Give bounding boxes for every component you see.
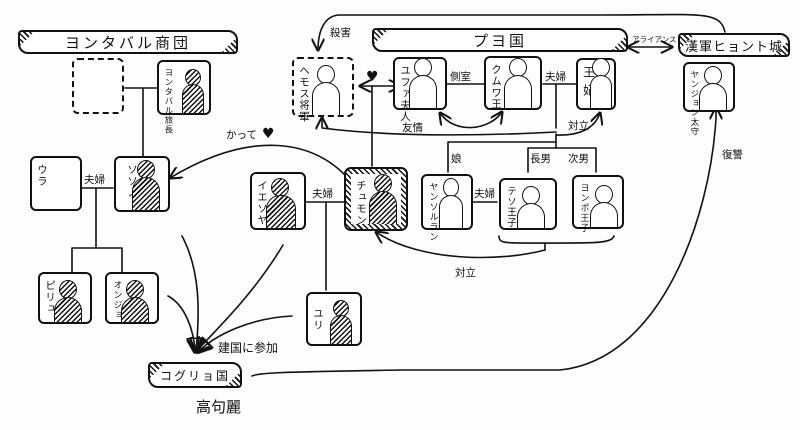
arrow-revenge — [251, 108, 716, 377]
character-name: ヘモス将軍 — [298, 65, 311, 123]
group-banner-hyeonto: 漢軍ヒョント城 — [678, 33, 790, 57]
character-name: チュモン — [355, 180, 368, 226]
line-yontabal-to-soseono — [124, 87, 158, 159]
person-icon — [590, 58, 612, 108]
relation-label-founding: 建国に参加 — [218, 341, 279, 355]
character-card-hemosu: ヘモス将軍 — [292, 57, 354, 123]
hatched-person-icon — [182, 69, 204, 113]
character-card-yesoya: イエソヤ — [250, 172, 306, 230]
relation-label-daughter: 娘 — [451, 153, 462, 165]
person-icon — [504, 58, 532, 108]
character-name: ユファ夫人 — [399, 65, 412, 123]
character-card-daeso: テソ王子 — [499, 178, 557, 230]
hatched-person-icon — [330, 300, 352, 344]
character-card-onjo: オンジョ — [105, 272, 159, 324]
person-icon — [409, 58, 437, 108]
character-card-jumong-protagonist: チュモン — [344, 167, 408, 231]
group-label-buyeo: プヨ国 — [472, 31, 527, 50]
relation-label-married-buyeo: 夫婦 — [545, 71, 566, 83]
character-card-queen: 王妃 — [576, 58, 616, 110]
group-banner-buyeo: プヨ国 — [372, 28, 628, 52]
line-uta-soseono-marriage — [71, 187, 123, 273]
character-card-unknown — [72, 58, 124, 114]
character-name: テソ王子 — [504, 186, 516, 228]
relation-label-alliance: アライアンス — [632, 35, 677, 44]
hatched-person-icon — [121, 280, 149, 322]
arrow-founding-soseono — [181, 235, 198, 352]
arrow-murder — [318, 13, 726, 50]
person-icon — [312, 65, 340, 115]
arrow-yuhwa-geumwa — [440, 112, 502, 129]
goguryeo-kanji-caption: 高句麗 — [196, 398, 242, 416]
character-card-yuri: ユリ — [306, 292, 362, 346]
character-card-soseono: ソソノ — [114, 156, 170, 212]
relation-label-murder: 殺害 — [330, 27, 351, 39]
hatched-person-icon — [369, 174, 397, 224]
relation-label-rivalry-queen: 対立 — [568, 120, 589, 132]
hatched-person-icon — [54, 280, 82, 322]
group-label-hyeonto: 漢軍ヒョント城 — [684, 39, 783, 55]
character-name: ヤンジョン太守 — [688, 70, 699, 137]
relation-label-friendship: 友情 — [402, 122, 423, 134]
character-card-yangjeong: ヤンジョン太守 — [683, 62, 735, 137]
character-card-piryu: ピリュ — [38, 272, 92, 324]
person-icon — [439, 178, 463, 228]
line-to-princes — [527, 147, 597, 173]
hatch-decoration — [374, 30, 388, 44]
character-card-yontabal: ヨンタバル旅長 — [157, 60, 211, 135]
character-name: クムワ王 — [490, 64, 503, 110]
character-card-yangsolan: ヤンソルラン — [421, 174, 473, 242]
group-label-goguryeo: コグリョ国 — [159, 368, 230, 383]
relation-label-married-soseono: 夫婦 — [84, 174, 105, 186]
character-name: ヤンソルラン — [427, 182, 438, 242]
character-name: ピリュ — [44, 280, 57, 315]
group-banner-yontabal: ヨンタバル商団 — [18, 30, 238, 54]
character-card-yuhwa: ユファ夫人 — [393, 57, 447, 123]
person-icon — [590, 185, 618, 227]
line-daughter — [447, 141, 557, 173]
relation-label-past-love: かって — [226, 129, 257, 141]
hatched-person-icon — [266, 178, 296, 228]
character-name: ウラ — [36, 164, 49, 187]
arrow-founding-yesoya — [196, 244, 284, 352]
line-geumwa-queen-marriage — [542, 83, 579, 149]
heart-icon: ♥ — [262, 126, 275, 142]
relation-label-revenge: 復讐 — [722, 149, 743, 161]
brace-princes — [498, 235, 615, 251]
character-card-uta: ウラ — [30, 156, 82, 211]
character-name: ヨンポ王子 — [578, 183, 589, 233]
hatch-decoration — [20, 32, 34, 46]
relation-label-second-son: 次男 — [568, 153, 589, 165]
person-icon — [517, 186, 545, 228]
relation-label-married-jumong: 夫婦 — [312, 188, 333, 200]
line-yesoya-jumong-marriage — [304, 201, 346, 291]
arrow-past-love — [170, 144, 346, 178]
character-name: ユリ — [312, 308, 325, 331]
character-card-yongpo: ヨンポ王子 — [572, 175, 624, 233]
relation-label-concubine: 側室 — [450, 71, 471, 83]
relation-label-eldest-son: 長男 — [530, 153, 551, 165]
arrow-rivalry-queen — [555, 113, 600, 136]
group-banner-goguryeo: コグリョ国 — [148, 362, 242, 388]
character-name: イエソヤ — [256, 180, 269, 226]
hatched-person-icon — [132, 160, 160, 210]
group-label-yontabal: ヨンタバル商団 — [64, 33, 191, 52]
arrow-founding-yuri — [198, 315, 293, 352]
arrow-rivalry-princes — [376, 232, 546, 259]
arrow-founding-onjo — [167, 295, 195, 352]
relation-label-rivalry-princes: 対立 — [455, 267, 476, 279]
hatch-decoration — [222, 38, 236, 52]
person-icon — [44, 159, 72, 209]
relation-label-married-yangsolan: 夫婦 — [474, 188, 495, 200]
character-card-geumwa: クムワ王 — [484, 56, 542, 110]
character-name: ヨンタバル旅長 — [162, 68, 173, 135]
hatch-decoration — [612, 36, 626, 50]
heart-icon: ♥ — [366, 69, 379, 85]
person-icon — [699, 66, 727, 110]
character-name: オンジョ — [111, 280, 122, 320]
arrow-friendship — [322, 118, 557, 136]
